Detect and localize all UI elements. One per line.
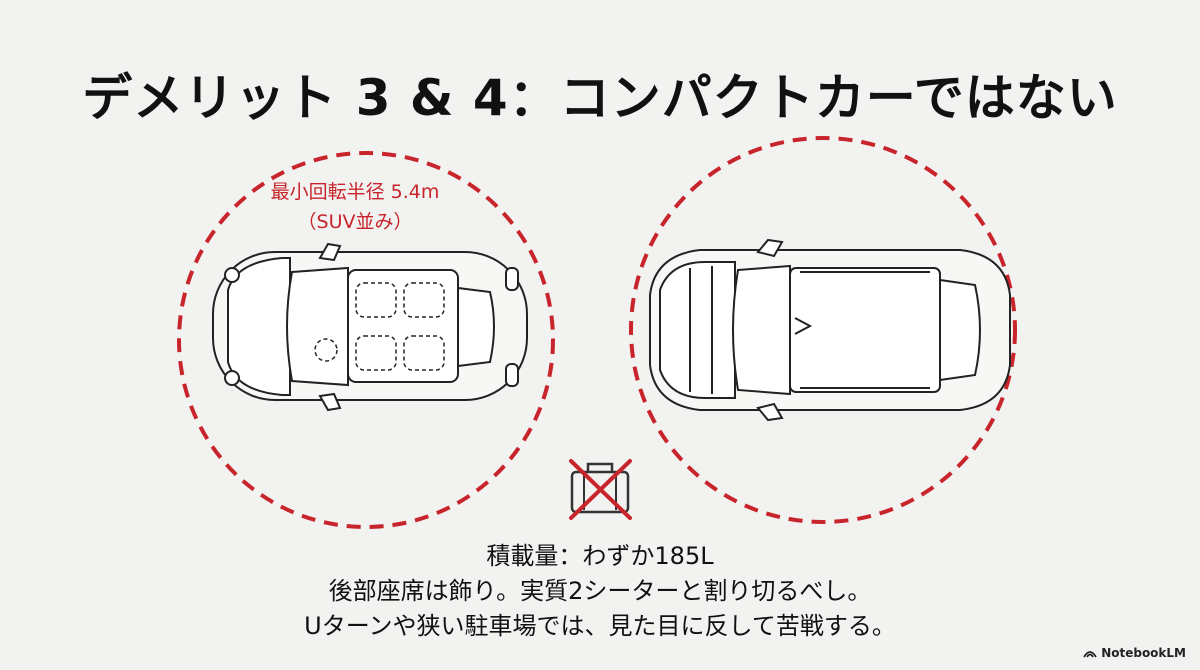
suv-topview <box>649 238 1011 422</box>
brand-name: NotebookLM <box>1101 646 1186 660</box>
turning-radius-circle-left <box>177 151 555 529</box>
caption-cargo: 積載量：わずか185L <box>486 542 714 570</box>
small-car-topview <box>212 242 528 412</box>
notebooklm-logo-icon <box>1083 651 1097 658</box>
caption-rear-seats: 後部座席は飾り。実質2シーターと割り切るべし。 <box>328 577 872 605</box>
turning-radius-note: （SUV並み） <box>297 211 413 233</box>
turning-radius-label: 最小回転半径 5.4m <box>270 181 440 203</box>
brand-watermark: NotebookLM <box>1083 646 1186 660</box>
suitcase-crossed-icon <box>569 459 632 520</box>
caption-maneuvering: Uターンや狭い駐車場では、見た目に反して苦戦する。 <box>304 612 896 640</box>
slide-title: デメリット 3 & 4：コンパクトカーではない <box>82 69 1118 127</box>
turning-radius-circle-right <box>629 136 1017 524</box>
